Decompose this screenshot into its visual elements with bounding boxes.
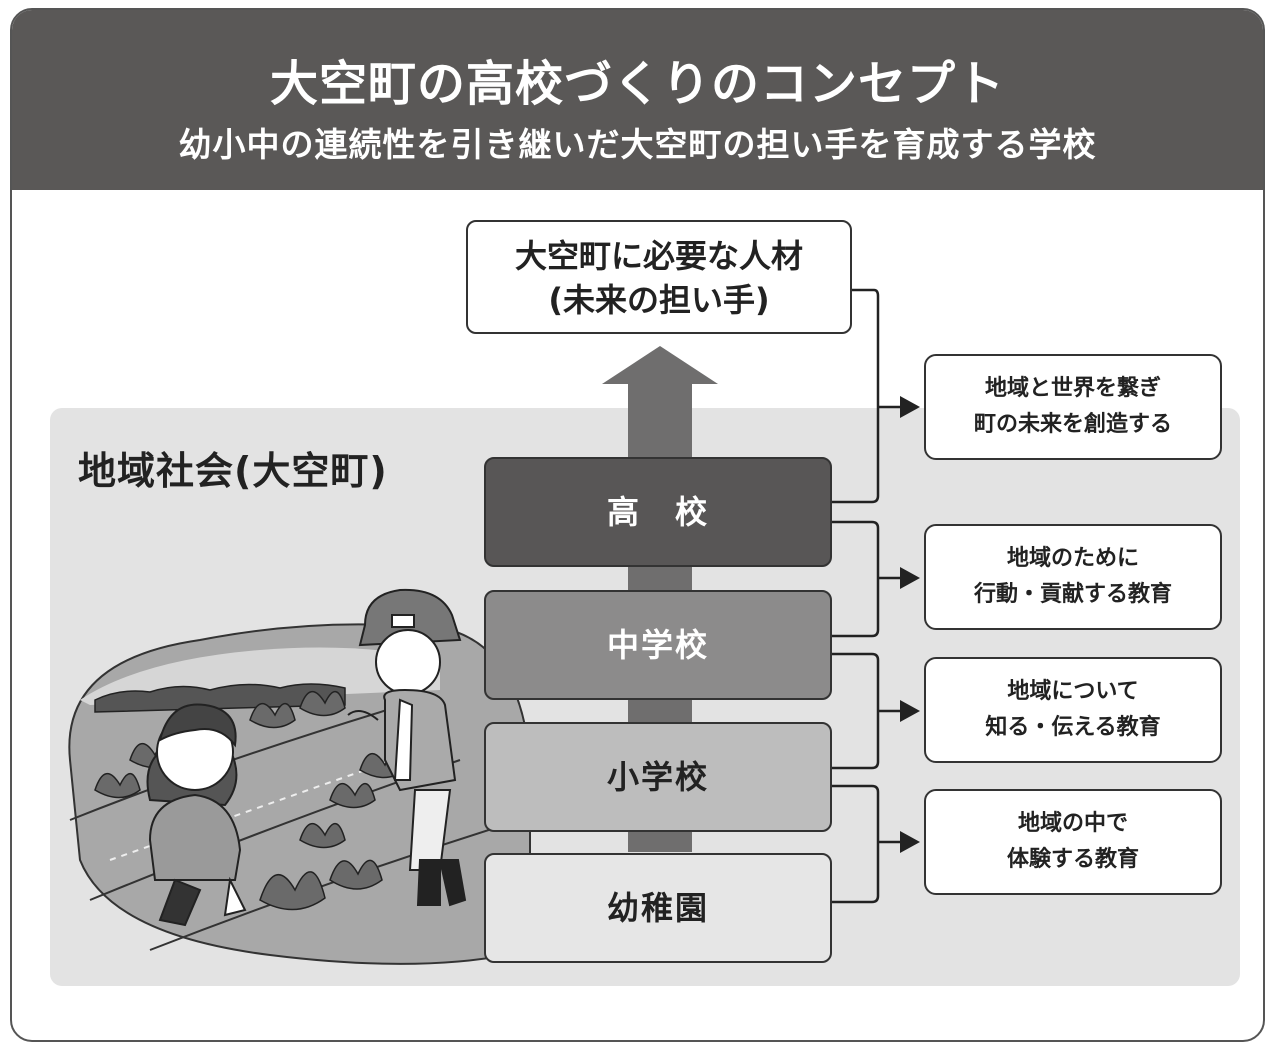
- education-middle-line-1: 地域のために: [1006, 546, 1139, 571]
- community-label: 地域社会(大空町): [78, 449, 388, 493]
- education-kindergarten-line-1: 地域の中で: [1017, 811, 1128, 836]
- education-elementary-line-1: 地域について: [1007, 679, 1139, 704]
- header-banner: 大空町の高校づくりのコンセプト 幼小中の連続性を引き継いだ大空町の担い手を育成す…: [12, 10, 1263, 190]
- page-subtitle: 幼小中の連続性を引き継いだ大空町の担い手を育成する学校: [178, 125, 1097, 164]
- education-high-line-2: 町の未来を創造する: [973, 412, 1172, 437]
- farm-scene-illustration: [68, 588, 531, 965]
- stage-elementary-school: 小学校: [484, 722, 832, 832]
- education-elementary-line-2: 知る・伝える教育: [985, 715, 1161, 740]
- education-high-line-1: 地域と世界を繋ぎ: [984, 376, 1161, 401]
- education-box-elementary: 地域について 知る・伝える教育: [924, 657, 1222, 763]
- education-box-kindergarten: 地域の中で 体験する教育: [924, 789, 1222, 895]
- connector-lines: [832, 288, 920, 904]
- target-line-1: 大空町に必要な人材: [514, 237, 803, 275]
- education-kindergarten-line-2: 体験する教育: [1006, 847, 1139, 872]
- target-talent-box: 大空町に必要な人材 (未来の担い手): [466, 220, 852, 334]
- education-middle-line-2: 行動・貢献する教育: [973, 582, 1172, 607]
- education-box-high: 地域と世界を繋ぎ 町の未来を創造する: [924, 354, 1222, 460]
- stage-middle-school: 中学校: [484, 590, 832, 700]
- stage-kindergarten: 幼稚園: [484, 853, 832, 963]
- education-box-middle: 地域のために 行動・貢献する教育: [924, 524, 1222, 630]
- target-line-2: (未来の担い手): [548, 281, 770, 319]
- stage-high-school: 高 校: [484, 457, 832, 567]
- page-title: 大空町の高校づくりのコンセプト: [269, 56, 1005, 112]
